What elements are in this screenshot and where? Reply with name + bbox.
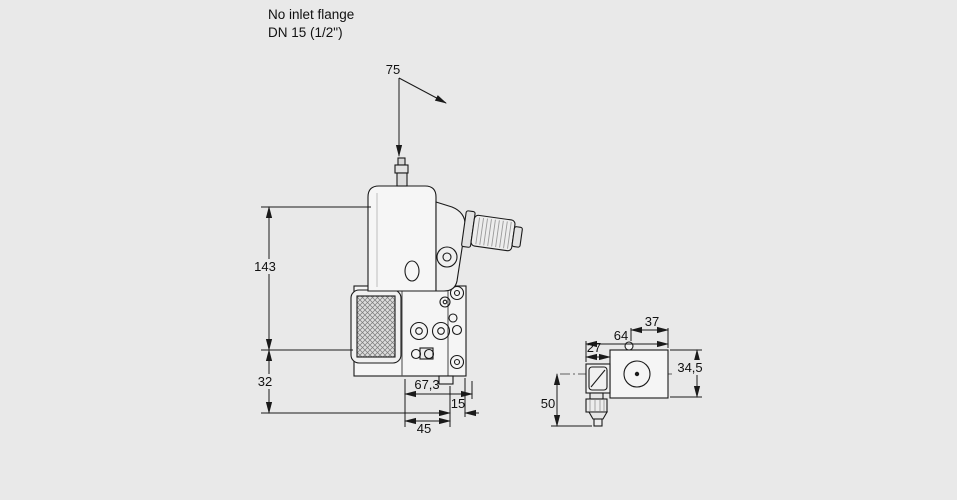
actuator-housing <box>367 185 437 292</box>
dim-height-upper: 143 <box>254 259 276 274</box>
cable-gland <box>585 392 608 427</box>
dim-base-width: 45 <box>417 421 431 436</box>
dim-left-group <box>249 206 451 417</box>
dim-top-width: 75 <box>386 62 400 77</box>
hinge-bracket <box>435 201 466 292</box>
dim-connector-width: 27 <box>587 340 601 355</box>
dim-height-lower: 32 <box>258 374 272 389</box>
side-view <box>560 341 676 427</box>
dim-side-total-width: 64 <box>614 328 628 343</box>
dim-side-body-height: 34,5 <box>677 360 702 375</box>
solenoid-coil <box>461 210 523 252</box>
dimension-annotations: 75 143 32 67,3 15 45 27 64 37 34,5 50 <box>249 62 707 436</box>
dim-top-width-group <box>395 77 447 157</box>
top-connector <box>394 157 409 187</box>
coil-end-body <box>609 341 669 399</box>
header-line2: DN 15 (1/2") <box>268 25 343 40</box>
dim-side-total-height: 50 <box>541 396 555 411</box>
header-line1: No inlet flange <box>268 7 354 22</box>
valve-flange <box>350 289 402 364</box>
dimension-labels: 75 143 32 67,3 15 45 27 64 37 34,5 50 <box>254 62 703 436</box>
main-view <box>350 157 523 385</box>
dim-side-group <box>551 326 707 427</box>
header: No inlet flange DN 15 (1/2") <box>268 7 354 40</box>
dim-depth: 67,3 <box>414 377 439 392</box>
dim-bottom-group <box>404 378 479 427</box>
connector-plug <box>585 363 611 394</box>
dim-side-top-offset: 37 <box>645 314 659 329</box>
dim-outlet-offset: 15 <box>451 396 465 411</box>
